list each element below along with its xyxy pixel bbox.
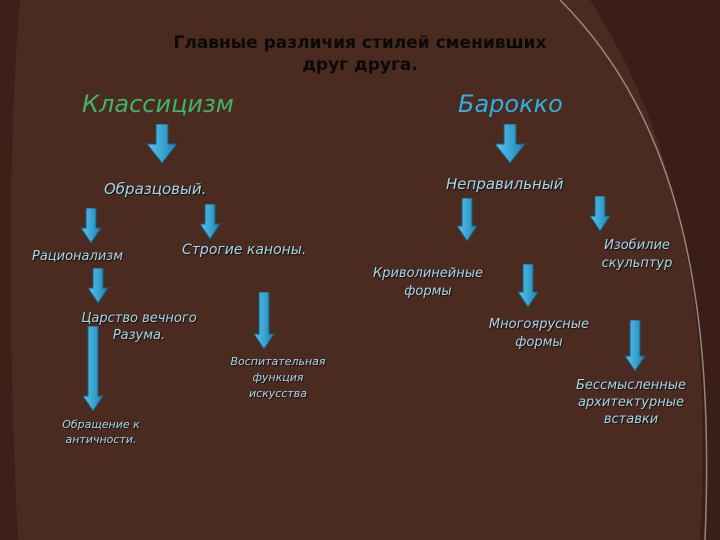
item-exemplary: Образцовый. (104, 180, 207, 198)
item-line: функция (252, 371, 304, 384)
item-line: вставки (603, 412, 659, 427)
item-line: Бессмысленные (576, 378, 686, 393)
down-arrow-icon (456, 198, 478, 242)
classicism-heading: Классицизм (82, 90, 234, 118)
item-line: Разума. (112, 328, 166, 343)
item-line: Обращение к (62, 418, 140, 431)
baroque-heading: Барокко (458, 90, 563, 118)
item-line: Изобилие (604, 238, 670, 253)
item-meaningless-inserts: Бессмысленные архитектурные вставки (556, 377, 706, 428)
item-curvilinear-forms: Криволинейные формы (360, 265, 496, 301)
item-line: скульптур (601, 256, 673, 271)
title-line-2: друг друга. (302, 55, 418, 75)
item-multi-tier-forms: Многоярусные формы (468, 316, 610, 352)
item-rationalism: Рационализм (32, 249, 123, 264)
down-arrow-icon (589, 196, 611, 232)
item-line: античности. (65, 433, 137, 446)
down-arrow-icon (624, 320, 646, 372)
item-antiquity: Обращение к античности. (46, 417, 156, 447)
title-line-1: Главные различия стилей сменивших (173, 33, 547, 53)
item-strict-canons: Строгие каноны. (182, 242, 307, 258)
down-arrow-icon (80, 208, 102, 244)
down-arrow-icon (494, 124, 526, 164)
down-arrow-icon (199, 204, 221, 240)
item-line: Многоярусные (488, 317, 590, 332)
slide-title: Главные различия стилей сменивших друг д… (130, 32, 590, 76)
item-line: формы (515, 335, 563, 350)
item-line: архитектурные (577, 395, 685, 410)
item-line: искусства (248, 387, 308, 400)
down-arrow-icon (146, 124, 178, 164)
item-line: Криволинейные (372, 266, 483, 281)
down-arrow-icon (517, 264, 539, 308)
item-line: Царство вечного (81, 311, 197, 326)
down-arrow-icon (82, 326, 104, 412)
down-arrow-icon (253, 292, 275, 350)
item-kingdom-of-reason: Царство вечного Разума. (60, 310, 218, 344)
item-abundance-of-sculptures: Изобилие скульптур (582, 237, 692, 273)
item-irregular: Неправильный (446, 175, 564, 193)
item-educational-function: Воспитательная функция искусства (206, 354, 350, 402)
item-line: Воспитательная (230, 355, 326, 368)
item-line: формы (404, 284, 452, 299)
down-arrow-icon (87, 268, 109, 304)
